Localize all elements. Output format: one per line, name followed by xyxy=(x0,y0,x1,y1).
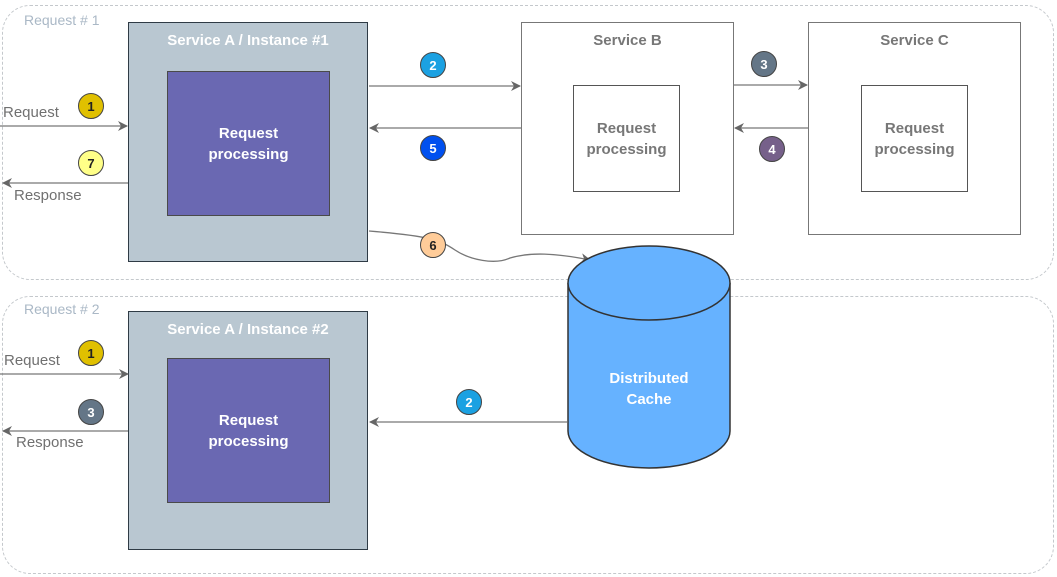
step-badge-r1-4: 4 xyxy=(759,136,785,162)
request-1-group xyxy=(2,5,1054,280)
service-b-title: Service B xyxy=(593,32,662,49)
request-2-response-label: Response xyxy=(16,434,84,451)
service-a-instance-2[interactable]: Service A / Instance #2 Request processi… xyxy=(128,311,368,550)
step-badge-r1-5: 5 xyxy=(420,135,446,161)
step-badge-r2-2: 2 xyxy=(456,389,482,415)
service-a-instance-1[interactable]: Service A / Instance #1 Request processi… xyxy=(128,22,368,262)
service-a-instance-1-processing[interactable]: Request processing xyxy=(167,71,330,216)
step-badge-r2-1: 1 xyxy=(78,340,104,366)
request-1-response-label: Response xyxy=(14,187,82,204)
step-badge-r1-2: 2 xyxy=(420,52,446,78)
service-a-instance-2-processing[interactable]: Request processing xyxy=(167,358,330,503)
request-1-request-label: Request xyxy=(3,104,59,121)
service-a-instance-1-title: Service A / Instance #1 xyxy=(167,32,329,49)
distributed-cache-label: Distributed Cache xyxy=(609,370,689,408)
request-2-request-label: Request xyxy=(4,352,60,369)
service-b[interactable]: Service B Request processing xyxy=(521,22,734,235)
service-c-title: Service C xyxy=(880,32,949,49)
a1-to-cache-arrow xyxy=(368,230,591,264)
step-badge-r1-7: 7 xyxy=(78,150,104,176)
service-c-processing[interactable]: Request processing xyxy=(861,85,968,192)
request-1-group-label: Request # 1 xyxy=(24,12,100,28)
step-badge-r1-1: 1 xyxy=(78,93,104,119)
step-badge-r2-3: 3 xyxy=(78,399,104,425)
distributed-cache-cylinder xyxy=(567,245,731,469)
step-badge-r1-3: 3 xyxy=(751,51,777,77)
service-a-instance-2-title: Service A / Instance #2 xyxy=(167,321,329,338)
service-b-processing[interactable]: Request processing xyxy=(573,85,680,192)
service-c[interactable]: Service C Request processing xyxy=(808,22,1021,235)
request-2-group-label: Request # 2 xyxy=(24,301,100,317)
step-badge-r1-6: 6 xyxy=(420,232,446,258)
